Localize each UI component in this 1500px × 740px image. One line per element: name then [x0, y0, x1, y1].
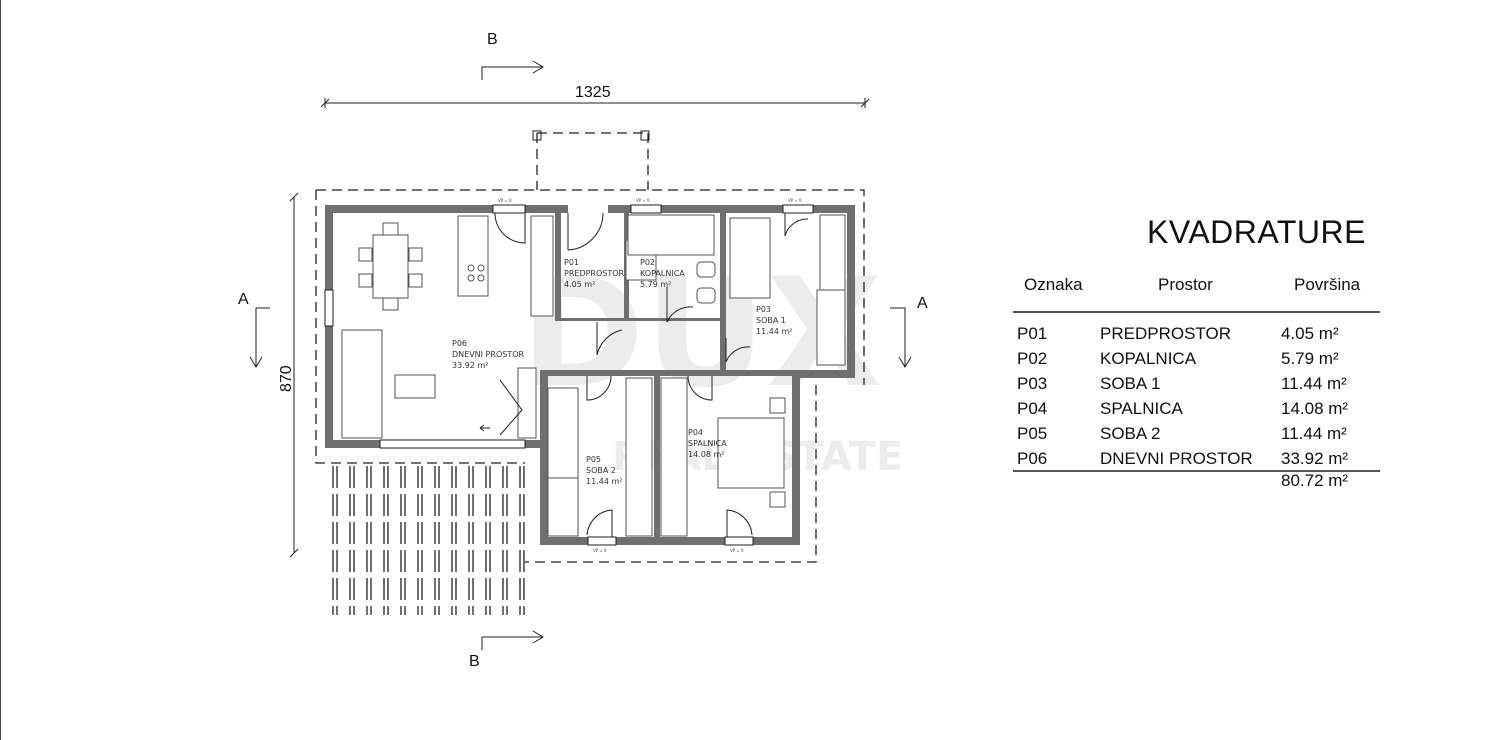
room-code: P05	[586, 455, 601, 464]
window-label: VP = 0	[730, 548, 744, 553]
room-name: SPALNICA	[688, 439, 727, 448]
cell-name: SOBA 2	[1100, 424, 1161, 443]
doors	[494, 212, 809, 537]
cell-name: PREDPROSTOR	[1100, 324, 1231, 343]
room-area: 4.05 m²	[564, 280, 595, 289]
cell-code: P06	[1017, 449, 1048, 468]
section-marker-a-right: A	[890, 295, 928, 368]
cell-name: KOPALNICA	[1100, 349, 1197, 368]
window-label: VP = 0	[788, 198, 802, 203]
cell-name: SOBA 1	[1100, 374, 1161, 393]
cell-area: 5.79 m²	[1281, 349, 1339, 368]
cell-name: SPALNICA	[1100, 399, 1183, 418]
svg-text:B: B	[487, 31, 498, 48]
header-oznaka: Oznaka	[1024, 275, 1083, 294]
svg-text:B: B	[469, 653, 480, 670]
dimension-height: 870	[278, 192, 299, 558]
room-area: 33.92 m²	[452, 361, 488, 370]
room-name: DNEVNI PROSTOR	[452, 350, 525, 359]
svg-text:870: 870	[278, 365, 295, 392]
room-area: 11.44 m²	[586, 477, 622, 486]
walls	[324, 204, 855, 546]
table-row: P04 SPALNICA 14.08 m²	[1010, 399, 1382, 424]
room-area: 11.44 m²	[756, 327, 792, 336]
room-name: SOBA 1	[756, 316, 786, 325]
room-area: 5.79 m²	[640, 280, 671, 289]
section-marker-b-top: B	[481, 31, 544, 80]
room-code: P01	[564, 258, 579, 267]
cell-area: 11.44 m²	[1281, 374, 1347, 393]
room-code: P06	[452, 339, 467, 348]
room-name: SOBA 2	[586, 466, 616, 475]
table-row: P02 KOPALNICA 5.79 m²	[1010, 349, 1382, 374]
room-code: P04	[688, 428, 703, 437]
room-code: P03	[756, 305, 771, 314]
roof-outline	[315, 189, 865, 563]
svg-text:1325: 1325	[575, 84, 611, 101]
cell-code: P04	[1017, 399, 1048, 418]
cell-code: P03	[1017, 374, 1048, 393]
cell-name: DNEVNI PROSTOR	[1100, 449, 1253, 468]
cell-code: P01	[1017, 324, 1048, 343]
header-povrsina: Površina	[1294, 275, 1361, 294]
furniture	[341, 214, 846, 537]
table-row: P03 SOBA 1 11.44 m²	[1010, 374, 1382, 399]
table-row: P05 SOBA 2 11.44 m²	[1010, 424, 1382, 449]
svg-text:A: A	[238, 291, 249, 308]
total-divider	[1013, 470, 1380, 472]
svg-text:A: A	[917, 295, 928, 312]
cell-area: 33.92 m²	[1281, 449, 1349, 468]
cell-area: 4.05 m²	[1281, 324, 1339, 343]
entrance-canopy-outline	[536, 132, 649, 190]
cell-area: 14.08 m²	[1281, 399, 1349, 418]
room-area: 14.08 m²	[688, 450, 724, 459]
section-marker-b-bottom: B	[469, 630, 544, 670]
header-divider	[1013, 311, 1380, 313]
terrace-pergola	[332, 466, 525, 615]
table-row: P06 DNEVNI PROSTOR 33.92 m²	[1010, 449, 1382, 474]
cell-code: P02	[1017, 349, 1048, 368]
cell-code: P05	[1017, 424, 1048, 443]
window-label: VP = 0	[636, 198, 650, 203]
room-code: P02	[640, 258, 655, 267]
cell-area: 11.44 m²	[1281, 424, 1347, 443]
table-row: P01 PREDPROSTOR 4.05 m²	[1010, 324, 1382, 349]
header-prostor: Prostor	[1158, 275, 1213, 294]
section-marker-a-left: A	[238, 291, 270, 368]
dimension-width: 1325	[320, 84, 870, 108]
window-label: VP = 0	[498, 198, 512, 203]
window-label: VP = 0	[593, 548, 607, 553]
room-name: PREDPROSTOR	[564, 269, 625, 278]
room-name: KOPALNICA	[640, 269, 685, 278]
total-area: 80.72 m²	[1281, 471, 1349, 490]
table-title: KVADRATURE	[1147, 214, 1366, 250]
